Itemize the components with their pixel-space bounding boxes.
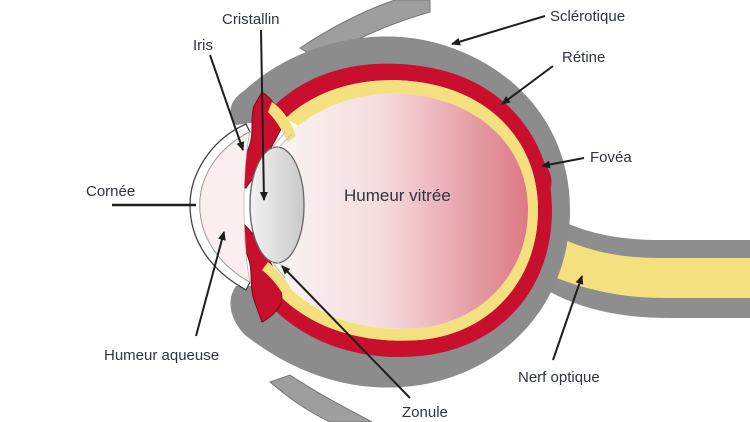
arrow-cristallin: [259, 29, 268, 201]
arrow-nerf-optique: [552, 275, 584, 361]
label-cristallin: Cristallin: [222, 11, 280, 28]
arrow-zonule: [281, 265, 411, 399]
arrow-fovea: [541, 157, 585, 169]
label-iris: Iris: [193, 37, 213, 54]
label-zonule: Zonule: [402, 404, 448, 421]
retina-layer: [280, 80, 538, 341]
label-retine: Rétine: [562, 49, 605, 66]
arrow-humeur-aqueuse: [195, 231, 226, 337]
ciliary-body-upper-yellow: [268, 102, 296, 142]
lens: [249, 146, 305, 264]
anterior-chamber: [199, 131, 251, 283]
choroid: [265, 63, 552, 357]
label-sclerotique: Sclérotique: [550, 8, 625, 25]
label-humeur-aqueuse: Humeur aqueuse: [104, 347, 219, 364]
vitreous-body: [262, 93, 528, 329]
label-nerf-optique: Nerf optique: [518, 369, 600, 386]
label-humeur-vitree: Humeur vitrée: [344, 186, 451, 205]
labels: Cristallin Iris Sclérotique Rétine Fovéa…: [86, 8, 632, 421]
arrow-retine: [501, 65, 554, 105]
label-fovea: Fovéa: [590, 149, 632, 166]
arrow-iris: [209, 54, 245, 151]
pointer-arrows: [195, 15, 585, 399]
ciliary-body-lower-yellow: [262, 262, 294, 300]
arrow-sclerotique: [451, 15, 546, 46]
label-cornee: Cornée: [86, 183, 135, 200]
lower-muscle: [269, 374, 373, 422]
